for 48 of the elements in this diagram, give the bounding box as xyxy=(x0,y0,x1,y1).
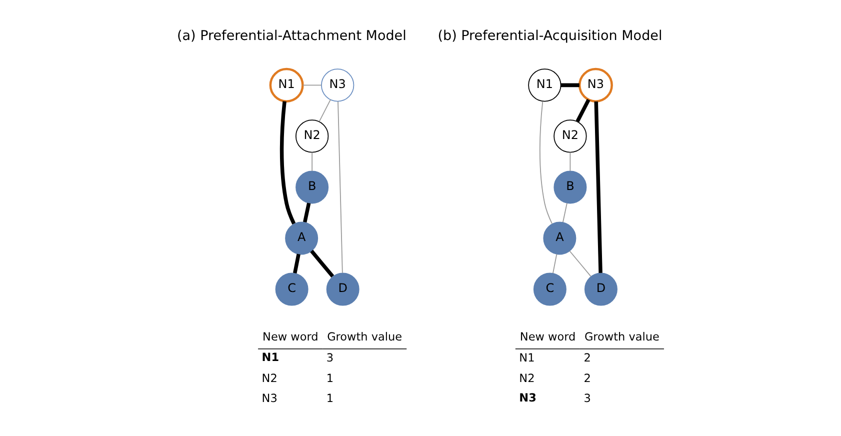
label: 1 xyxy=(326,392,334,406)
label: 3 xyxy=(326,352,334,365)
connector xyxy=(280,101,296,224)
node-circle: C xyxy=(275,272,308,306)
label: New word xyxy=(520,330,576,344)
connector xyxy=(560,83,580,88)
connector xyxy=(569,250,592,277)
connector xyxy=(562,202,568,223)
label: 2 xyxy=(584,352,591,365)
node-circle: N2 xyxy=(554,120,587,153)
node-circle: C xyxy=(533,272,566,306)
connector xyxy=(552,254,558,274)
node-circle: N3 xyxy=(578,68,613,102)
label: N3 xyxy=(262,392,278,406)
label: Growth value xyxy=(584,330,660,344)
connector xyxy=(594,101,602,273)
connector xyxy=(570,152,571,172)
node-circle: A xyxy=(543,222,576,255)
connector xyxy=(576,98,590,122)
label: Growth value xyxy=(327,330,402,344)
node-circle: N2 xyxy=(296,120,329,153)
node-circle: B xyxy=(296,170,329,204)
label: N1 xyxy=(262,350,280,364)
connector xyxy=(539,100,552,224)
label: N2 xyxy=(262,372,278,385)
connector xyxy=(338,101,343,274)
node-circle: D xyxy=(326,272,360,306)
node-circle: N1 xyxy=(269,68,304,102)
node-circle: N1 xyxy=(528,68,562,102)
label: (a) Preferential-Attachment Model xyxy=(177,28,406,44)
label: 2 xyxy=(584,372,591,385)
connector xyxy=(302,84,322,86)
label: 3 xyxy=(584,392,591,406)
label: N2 xyxy=(519,372,535,385)
node-circle: D xyxy=(584,272,618,306)
connector xyxy=(310,250,334,278)
label: (b) Preferential-Acquisition Model xyxy=(438,28,662,44)
label: N1 xyxy=(519,352,535,365)
node-circle: B xyxy=(554,170,587,204)
connector xyxy=(318,99,331,122)
label: 1 xyxy=(326,372,334,385)
node-circle: N3 xyxy=(321,68,354,102)
label: N3 xyxy=(519,391,536,404)
connector xyxy=(303,202,311,223)
label: New word xyxy=(262,330,318,344)
connector xyxy=(293,254,300,274)
node-circle: A xyxy=(285,222,318,255)
connector xyxy=(312,152,313,172)
